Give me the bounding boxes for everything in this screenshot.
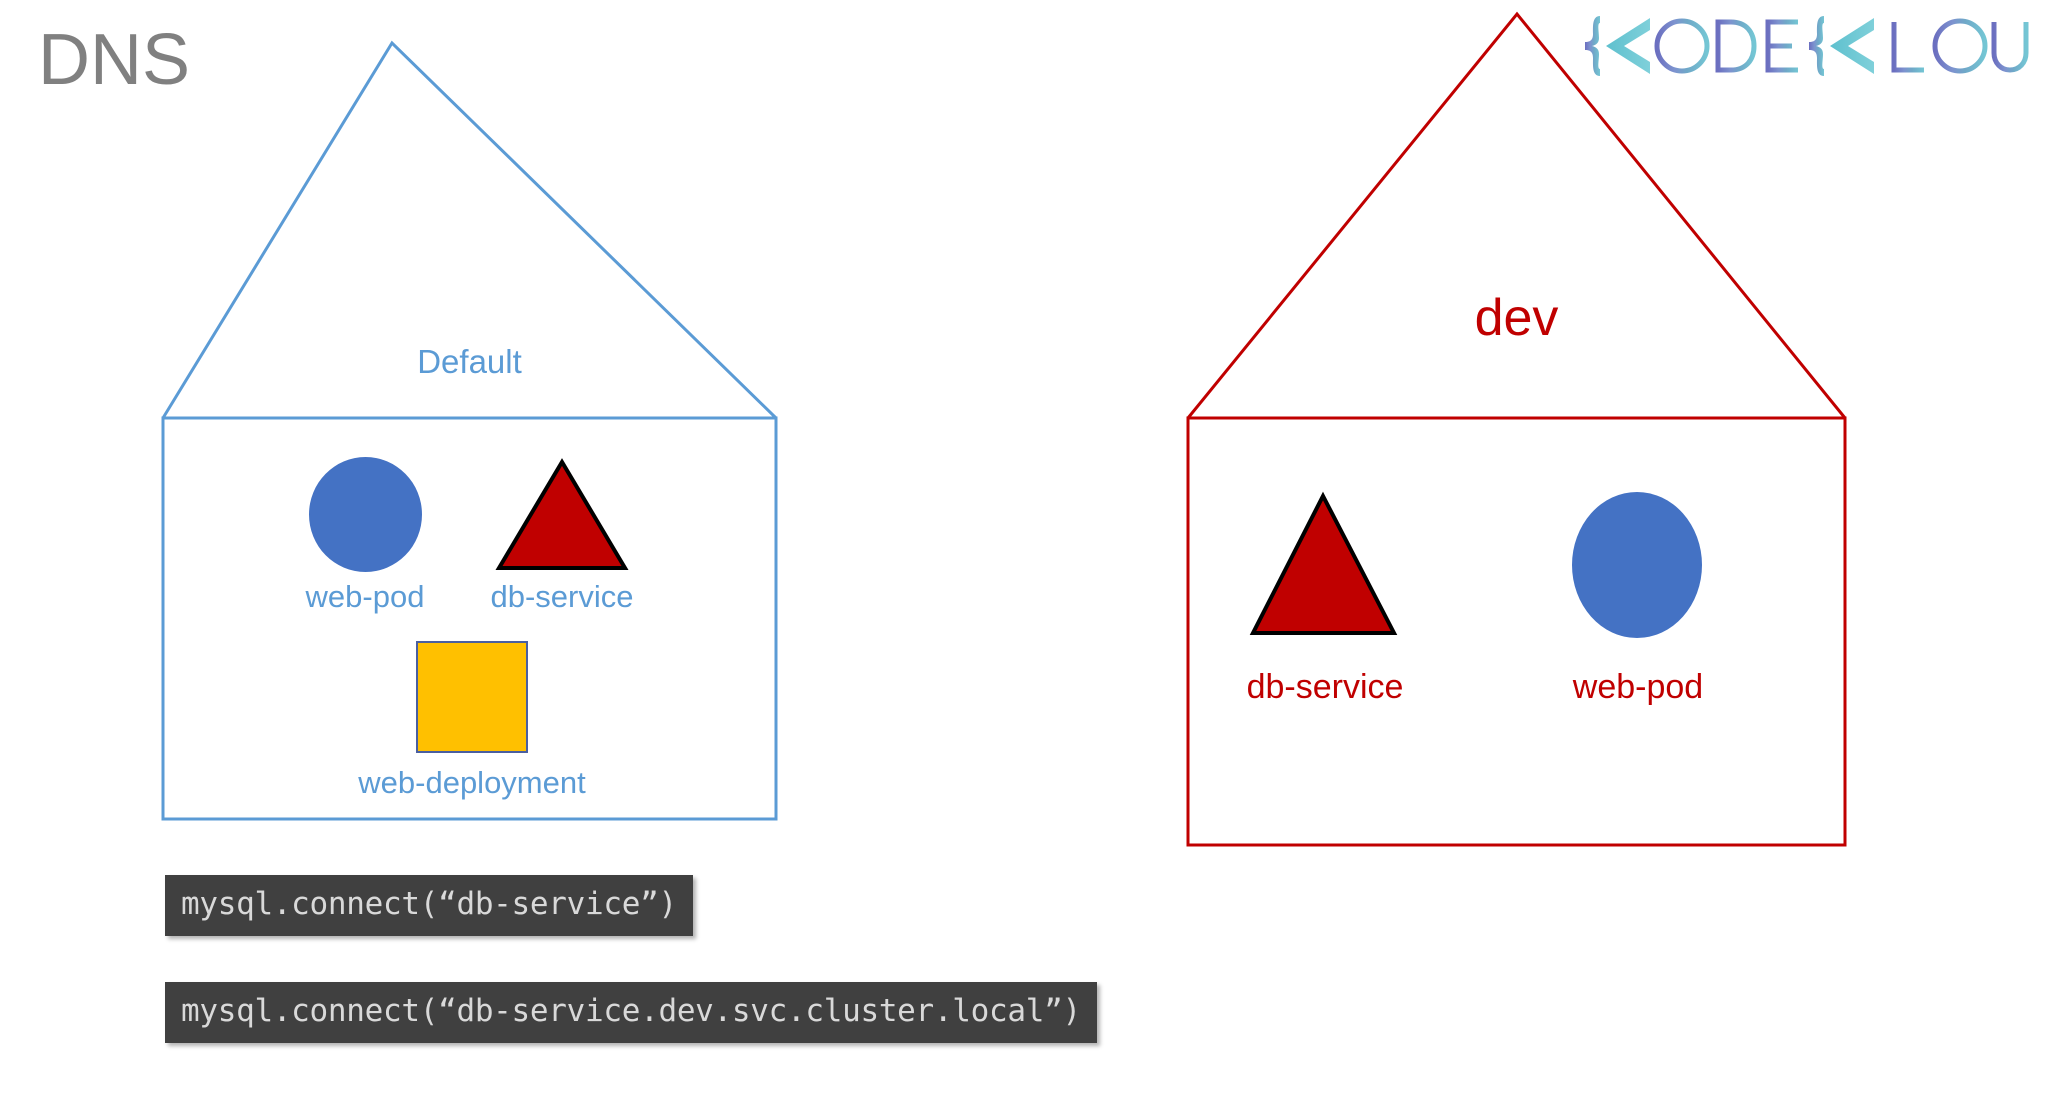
pod-circle-dev[interactable] bbox=[1572, 492, 1702, 638]
pod-circle-default[interactable] bbox=[309, 457, 422, 572]
service-triangle-dev[interactable] bbox=[1249, 491, 1398, 636]
service-triangle-default[interactable] bbox=[495, 458, 629, 571]
caption-db-service-default: db-service bbox=[490, 579, 634, 614]
caption-web-deployment-default: web-deployment bbox=[358, 765, 586, 800]
code-snippet-fqdn: mysql.connect(“db-service.dev.svc.cluste… bbox=[165, 982, 1097, 1043]
deployment-square-default[interactable] bbox=[416, 641, 528, 753]
caption-db-service-dev: db-service bbox=[1246, 668, 1404, 706]
caption-web-pod-default: web-pod bbox=[305, 579, 425, 614]
page-title: DNS bbox=[38, 20, 191, 100]
kodekloud-logo bbox=[1585, 16, 2041, 76]
namespace-dev-outline bbox=[1186, 11, 1847, 847]
caption-web-pod-dev: web-pod bbox=[1572, 668, 1704, 706]
code-snippet-short-name: mysql.connect(“db-service”) bbox=[165, 875, 693, 936]
namespace-title-default: Default bbox=[417, 343, 522, 380]
namespace-title-dev: dev bbox=[1474, 289, 1559, 347]
